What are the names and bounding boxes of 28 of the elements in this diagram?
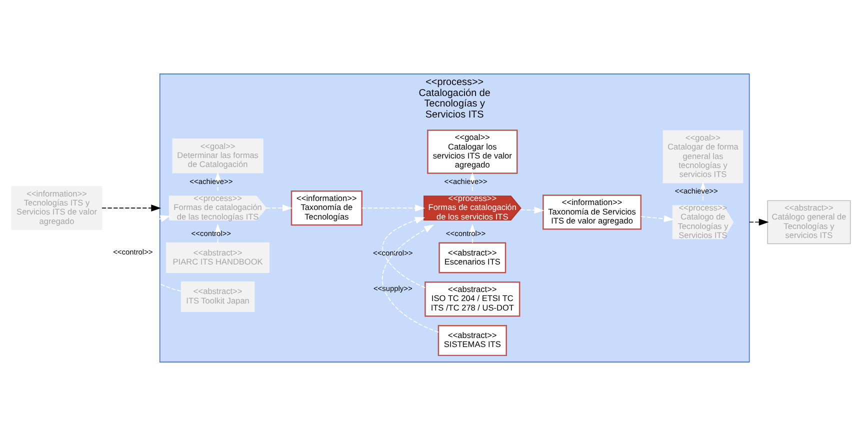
node-box: <<information>> Tecnologías ITS y Servicios ITS de valor agregado	[11, 186, 102, 230]
arrow	[382, 216, 426, 288]
node-box: <<information>> Taxonomía de Tecnologías	[290, 190, 362, 226]
node-box: <<abstract>> ITS Toolkit Japan	[180, 280, 255, 312]
node-box: <<abstract>> PIARC ITS HANDBOOK	[166, 242, 270, 273]
node-box: <<abstract>> Escenarios ITS	[438, 242, 506, 273]
arrow	[266, 204, 292, 212]
edge-label: <<control>>	[446, 228, 486, 238]
edge-label: <<achieve>>	[674, 186, 718, 196]
node-box: <<abstract>> SISTEMAS ITS	[438, 324, 507, 356]
node-box: <<goal>> Catalogar de forma general las tecnologías y servicios ITS	[662, 130, 744, 183]
arrow	[520, 206, 544, 214]
node-box: <<abstract>> ISO TC 204 / ETSI TC ITS /TC 278 / US-DOT	[424, 281, 520, 316]
node-box: <<goal>> Catalogar los servicios ITS de valor agregado	[427, 129, 518, 174]
edge-label: <<control>>	[113, 247, 153, 256]
edge-label: <<supply>>	[373, 284, 412, 293]
edge-label: <<achieve>>	[190, 176, 233, 186]
node-box: <<information>> Taxonomía de Servicios ITS de valor agregado	[542, 194, 642, 230]
edge-label: <<achieve>>	[444, 176, 488, 186]
edge-label: <<control>>	[191, 228, 232, 238]
arrow	[362, 204, 425, 212]
arrow	[102, 204, 162, 212]
node-box: <<goal>> Determinar las formas de Catalogación	[172, 138, 264, 173]
node-box: <<abstract>> Catálogo general de Tecnologías y servicios ITS	[767, 200, 851, 244]
arrow	[640, 214, 674, 222]
arrow	[382, 224, 439, 332]
arrow	[748, 218, 769, 226]
edge-label: <<control>>	[373, 248, 413, 257]
